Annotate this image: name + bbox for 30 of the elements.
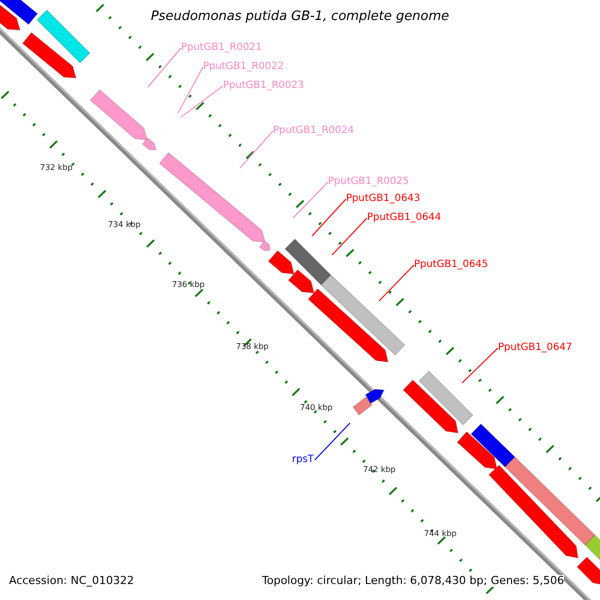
leader-line [332,218,368,256]
leader-line [292,182,328,218]
leader-line [148,48,182,88]
gene-label: PputGB1_0647 [498,342,572,354]
map-title: Pseudomonas putida GB-1, complete genome [150,9,450,24]
leader-line [178,66,204,114]
leader-line [180,86,224,118]
gene-label: PputGB1_0643 [346,193,420,205]
leader-line [314,422,350,460]
tick-label: 738 kbp [236,341,269,353]
gene-label: PputGB1_R0021 [181,42,262,54]
tick-label: 740 kbp [300,402,333,414]
gene-label: rpsT [292,454,314,466]
leader-line [240,130,274,168]
leader-line [378,264,414,302]
tick-label: 742 kbp [363,464,396,476]
tick-label: 732 kbp [40,162,73,174]
tick-label: 744 kbp [424,528,457,540]
gene-label: PputGB1_0644 [367,212,442,224]
gene-label: PputGB1_R0022 [203,61,284,73]
gene-label: PputGB1_R0024 [273,125,354,137]
leader-line [462,348,498,384]
gene-label: PputGB1_R0025 [328,176,410,188]
tick-label: 736 kbp [172,279,205,291]
gene-label: PputGB1_0645 [414,259,488,271]
genome-summary-text: Topology: circular; Length: 6,078,430 bp; Genes: 5,506 [262,575,564,587]
gene-label: PputGB1_R0023 [223,80,304,92]
accession-text: Accession: NC_010322 [9,575,134,587]
tick-label: 734 kbp [108,219,141,231]
leader-line [312,198,346,236]
